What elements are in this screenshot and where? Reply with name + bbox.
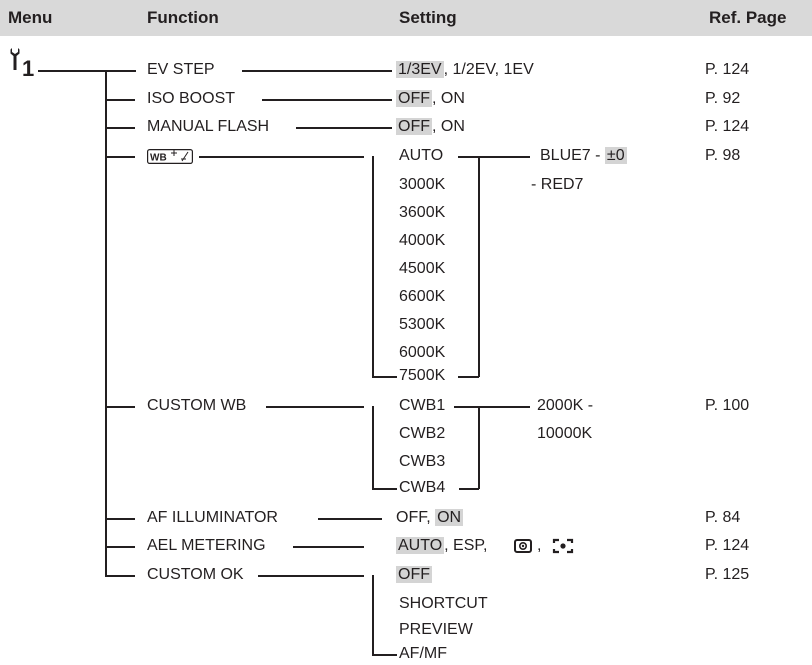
function-trunk <box>105 70 107 576</box>
conn-ael <box>293 546 364 548</box>
conn-iso <box>262 99 392 101</box>
cwb-sub-conn <box>454 406 530 408</box>
wb-sub-blue: BLUE7 - <box>540 147 605 164</box>
branch-mflash <box>105 127 135 129</box>
ref-page: P. 124 <box>705 61 750 78</box>
cwb-bracket <box>372 406 374 489</box>
branch-iso <box>105 99 135 101</box>
ref-page: P. 125 <box>705 566 750 583</box>
ref-page: P. 98 <box>705 147 741 164</box>
default-value: 1/3EV <box>396 61 444 78</box>
cwb-option: CWB3 <box>399 453 446 470</box>
conn-cwb <box>266 406 364 408</box>
wrench-icon <box>10 48 20 70</box>
branch-af <box>105 518 135 520</box>
wb-option: 3600K <box>399 204 446 221</box>
conn-mflash <box>296 127 392 129</box>
wb-option: 3000K <box>399 176 446 193</box>
default-value: OFF <box>396 566 432 583</box>
setting-options: OFF, <box>396 509 436 526</box>
wb-sub-end <box>458 376 479 378</box>
default-value: AUTO <box>396 537 445 554</box>
func-ael-metering: AEL METERING <box>147 537 266 554</box>
wb-option: 7500K <box>399 367 446 384</box>
cwb-sub-end <box>459 488 479 490</box>
setting-ael: AUTO, ESP, <box>396 536 487 556</box>
setting-ev: 1/3EV, 1/2EV, 1EV <box>396 60 534 80</box>
wb-option: 5300K <box>399 316 446 333</box>
cwb-bracket-end <box>372 488 397 490</box>
cok-bracket <box>372 575 374 655</box>
wb-compensation-icon: WB <box>147 149 193 164</box>
spot-metering-icon <box>552 538 574 554</box>
wb-bracket <box>372 156 374 377</box>
default-value: ±0 <box>604 147 627 164</box>
header-setting: Setting <box>399 8 457 27</box>
conn-wb <box>199 156 364 158</box>
trunk-end <box>105 575 107 576</box>
header-ref-page: Ref. Page <box>709 8 787 27</box>
svg-text:WB: WB <box>150 153 167 164</box>
branch-wb <box>105 156 135 158</box>
setting-iso: OFF, ON <box>396 89 465 109</box>
cok-option: SHORTCUT <box>399 595 488 612</box>
ref-page: P. 124 <box>705 118 750 135</box>
ref-page: P. 100 <box>705 397 750 414</box>
wb-bracket-end <box>372 376 397 378</box>
func-iso-boost: ISO BOOST <box>147 90 236 107</box>
cok-option-default: OFF <box>396 565 432 585</box>
header-menu: Menu <box>8 8 53 27</box>
cwb-sub-range: 2000K - <box>537 397 594 414</box>
menu-number: 1 <box>22 56 35 81</box>
setting-af: OFF, ON <box>396 508 464 528</box>
func-ev-step: EV STEP <box>147 61 215 78</box>
wb-option: 4500K <box>399 260 446 277</box>
wb-sub-red: - RED7 <box>531 176 584 193</box>
ref-page: P. 84 <box>705 509 741 526</box>
conn-cok <box>258 575 364 577</box>
trunk-connector <box>38 70 136 72</box>
wb-option: AUTO <box>399 147 444 164</box>
cwb-option: CWB1 <box>399 397 446 414</box>
wb-sub-range: BLUE7 - ±0 <box>540 146 627 166</box>
ref-page: P. 92 <box>705 90 741 107</box>
setting-options: , ON <box>432 90 465 107</box>
header-function: Function <box>147 8 219 27</box>
conn-ev <box>242 70 392 72</box>
table-header: Menu Function Setting Ref. Page <box>0 0 812 36</box>
setting-options: , ESP, <box>444 537 488 554</box>
wb-option: 6600K <box>399 288 446 305</box>
branch-cok <box>105 575 135 577</box>
separator-comma: , <box>537 537 542 554</box>
func-custom-wb: CUSTOM WB <box>147 397 247 414</box>
cok-bracket-end <box>372 654 397 656</box>
wb-option: 6000K <box>399 344 446 361</box>
cok-option: PREVIEW <box>399 621 473 638</box>
func-af-illuminator: AF ILLUMINATOR <box>147 509 278 526</box>
cok-option: AF/MF <box>399 645 447 662</box>
default-value: OFF <box>396 118 432 135</box>
wb-option: 4000K <box>399 232 446 249</box>
ref-page: P. 124 <box>705 537 750 554</box>
branch-ael <box>105 546 135 548</box>
cwb-sub-range: 10000K <box>537 425 593 442</box>
cwb-option: CWB2 <box>399 425 446 442</box>
wb-sub-bracket <box>478 156 480 377</box>
setting-mflash: OFF, ON <box>396 117 465 137</box>
func-custom-ok: CUSTOM OK <box>147 566 244 583</box>
branch-ev <box>105 70 135 72</box>
default-value: ON <box>435 509 464 526</box>
setting-options: , 1/2EV, 1EV <box>443 61 534 78</box>
func-manual-flash: MANUAL FLASH <box>147 118 270 135</box>
conn-af <box>318 518 382 520</box>
cwb-sub-bracket <box>478 406 480 489</box>
center-weighted-metering-icon <box>514 539 532 553</box>
wb-sub-conn <box>458 156 530 158</box>
cwb-option: CWB4 <box>399 479 446 496</box>
default-value: OFF <box>396 90 432 107</box>
branch-cwb <box>105 406 135 408</box>
setting-options: , ON <box>432 118 465 135</box>
